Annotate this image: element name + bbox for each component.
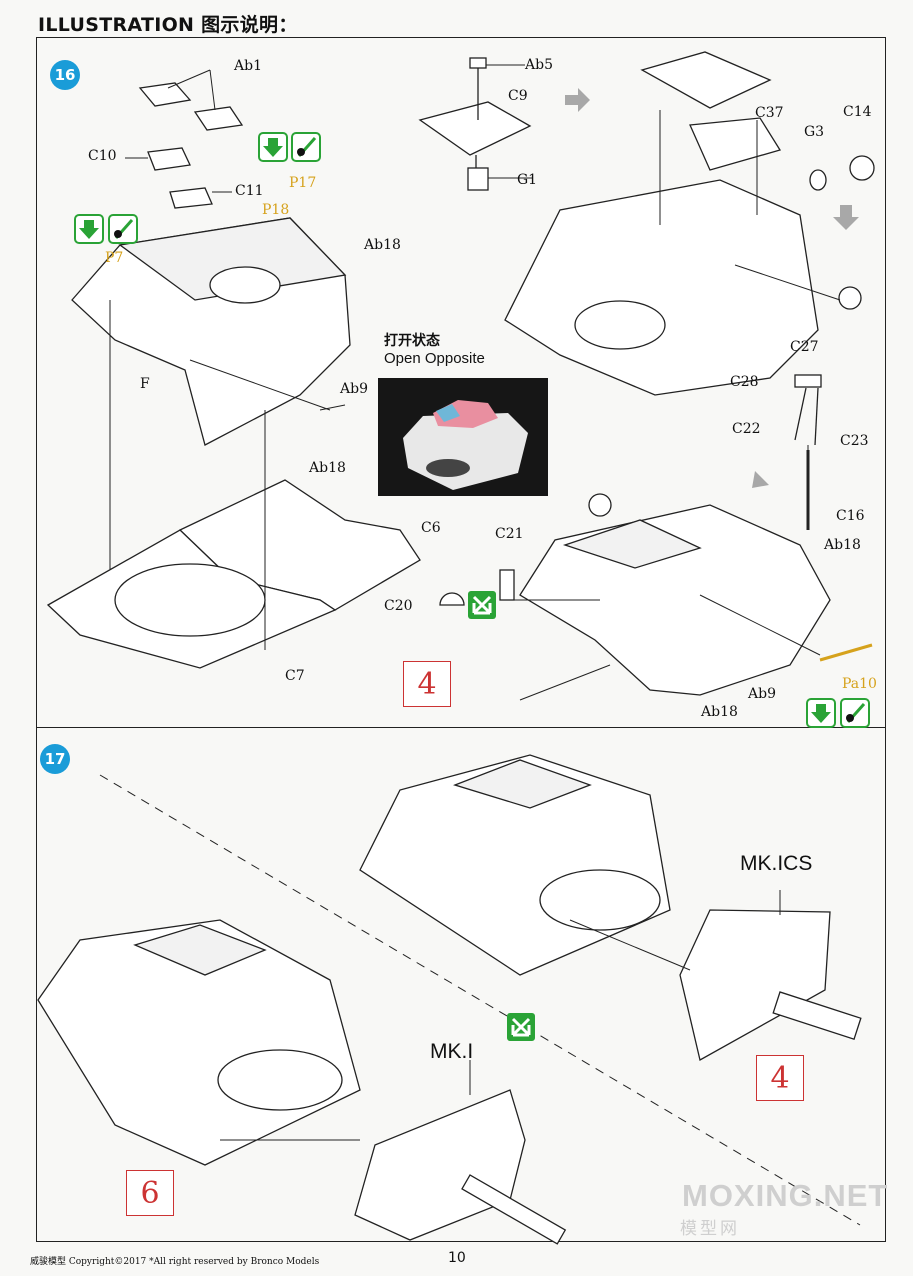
gun-mantlet-mkics	[679, 909, 831, 1061]
label-c16: C16	[836, 508, 865, 524]
paint-black-icon	[291, 132, 321, 162]
gun-mantlet-mki	[354, 1089, 526, 1241]
part-c14	[849, 155, 875, 181]
page-header: ILLUSTRATION 图示说明：	[38, 14, 298, 36]
hatch-opening	[209, 266, 281, 304]
page-number: 10	[448, 1250, 466, 1266]
direction-arrow-right	[565, 88, 590, 112]
part-c14-lower	[588, 493, 612, 517]
label-mk-ics: MK.ICS	[740, 852, 813, 875]
watermark-en: MOXING.NET	[682, 1178, 889, 1213]
label-p7: P7	[105, 250, 124, 266]
photo-caption-en: Open Opposite	[384, 350, 485, 367]
glue-icon	[258, 132, 288, 162]
label-p17: P17	[289, 175, 317, 191]
turret-right-hull	[504, 179, 819, 396]
part-ab1-plate-1	[138, 82, 192, 107]
assembly-dashed-line	[99, 774, 861, 1226]
reference-box-4-step17: 4	[756, 1055, 804, 1101]
label-f: F	[140, 376, 150, 392]
turret-mki-roof	[133, 924, 267, 976]
paint-black-icon	[108, 214, 138, 244]
label-c28: C28	[730, 374, 759, 390]
direction-arrow-diag	[752, 465, 770, 488]
glue-icon	[74, 214, 104, 244]
label-ab9-b: Ab9	[748, 686, 776, 702]
label-c6: C6	[421, 520, 441, 536]
label-c7: C7	[285, 668, 305, 684]
part-c11	[169, 187, 213, 209]
floor-ring	[114, 563, 266, 637]
label-g3: G3	[804, 124, 825, 140]
turret-mkics-roof	[453, 759, 592, 809]
footer-copyright: 威骏模型 Copyright©2017 *All right reserved …	[30, 1257, 320, 1267]
reference-box-4-step16: 4	[403, 661, 451, 707]
part-c10	[147, 147, 191, 171]
part-c28	[794, 374, 822, 388]
part-g1	[467, 167, 489, 191]
label-c23: C23	[840, 433, 869, 449]
label-ab1: Ab1	[234, 58, 262, 74]
part-c37-lower	[689, 117, 782, 171]
turret-right-ring	[574, 300, 666, 350]
label-c20: C20	[384, 598, 413, 614]
turret-mki-ring	[217, 1049, 343, 1111]
optional-part-icon	[468, 591, 496, 619]
part-c20	[439, 592, 465, 606]
label-ab18-a: Ab18	[364, 237, 401, 253]
paint-black-icon	[840, 698, 870, 728]
part-c37	[640, 51, 772, 109]
turret-left-roof	[118, 217, 347, 301]
part-g3	[809, 169, 827, 191]
optional-part-icon	[507, 1013, 535, 1041]
label-c37: C37	[755, 105, 784, 121]
label-ab18-b: Ab18	[309, 460, 346, 476]
label-c27: C27	[790, 339, 819, 355]
reference-box-6-step17: 6	[126, 1170, 174, 1216]
label-c9: C9	[508, 88, 528, 104]
label-mk-i: MK.I	[430, 1040, 474, 1063]
turret-mkics-ring	[539, 869, 661, 931]
part-c21	[499, 569, 515, 601]
part-ab1-plate-2	[193, 106, 244, 131]
part-pa10	[819, 643, 873, 662]
part-c14-fitted	[838, 286, 862, 310]
label-c10: C10	[88, 148, 117, 164]
label-c11: C11	[235, 183, 264, 199]
part-c9-cupola	[418, 101, 532, 156]
glue-icon	[806, 698, 836, 728]
label-ab9-a: Ab9	[340, 381, 368, 397]
instruction-frame	[36, 37, 886, 1242]
label-ab18-c: Ab18	[824, 537, 861, 553]
label-ab18-d: Ab18	[701, 704, 738, 720]
gun-barrel-mki	[461, 1174, 567, 1245]
gun-barrel-mkics	[772, 991, 862, 1041]
open-opposite-photo	[378, 378, 548, 496]
step-divider	[36, 727, 886, 728]
label-ab5: Ab5	[525, 57, 553, 73]
turret-lower-right-roof	[562, 519, 702, 569]
label-p18: P18	[262, 202, 290, 218]
label-pa10: Pa10	[842, 676, 877, 692]
step-16-badge: 16	[50, 60, 80, 90]
label-c21: C21	[495, 526, 524, 542]
part-ab5	[469, 57, 487, 69]
label-c14: C14	[843, 104, 872, 120]
label-c22: C22	[732, 421, 761, 437]
direction-arrow-down	[833, 205, 859, 230]
label-g1: G1	[517, 172, 538, 188]
step-17-badge: 17	[40, 744, 70, 774]
photo-caption-cn: 打开状态	[384, 333, 440, 349]
watermark-cn: 模型网	[680, 1219, 740, 1239]
